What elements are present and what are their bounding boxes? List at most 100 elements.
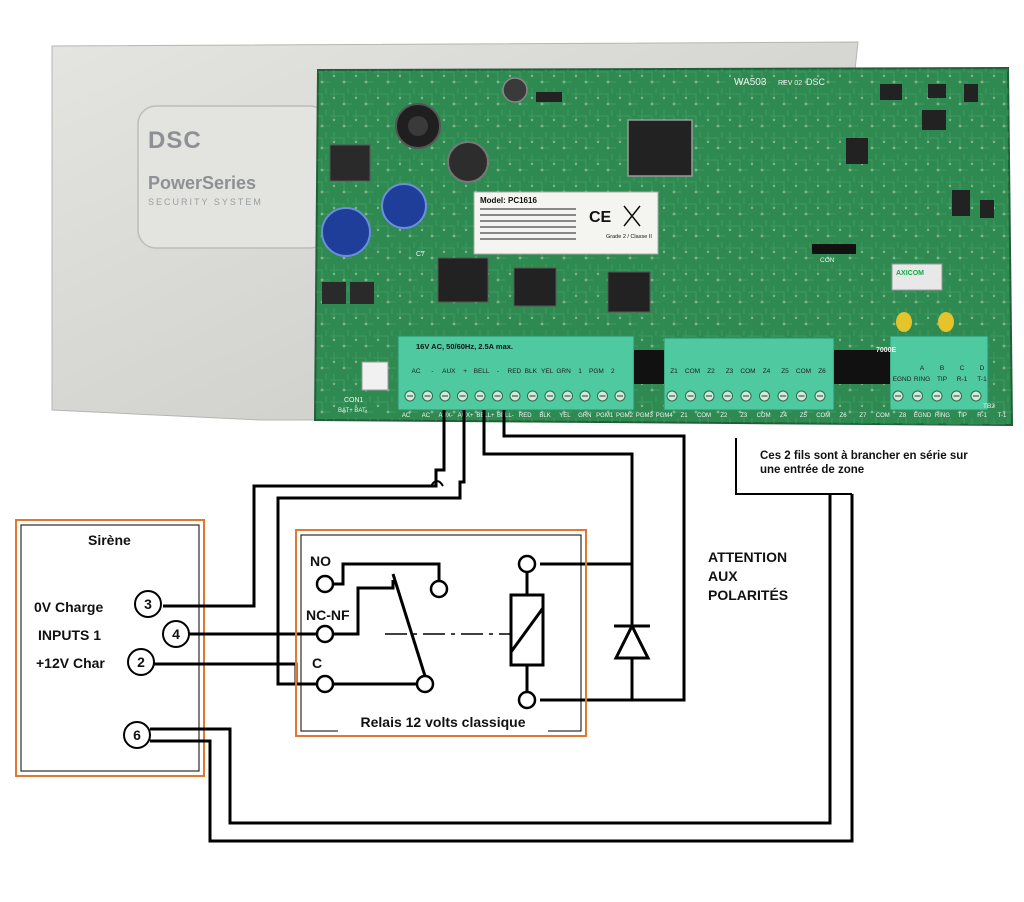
relay-brand: AXICOM <box>896 270 924 277</box>
power-rating: 16V AC, 50/60Hz, 2.5A max. <box>416 342 513 351</box>
bottom-strip-label: PGM2 <box>616 413 634 419</box>
bottom-strip-label: GRN <box>578 413 591 419</box>
top-terminal-label: PGM <box>589 368 604 375</box>
bottom-strip-label: AC <box>422 413 431 419</box>
relay-contact-c-label: C <box>312 655 322 671</box>
board-wires <box>166 410 686 702</box>
sirene-terminal-3-label: 0V Charge <box>34 599 103 615</box>
sirene-terminal-6 <box>123 721 151 749</box>
bottom-strip-label: Z6 <box>840 413 848 419</box>
note-polarity-line-3: POLARITÉS <box>708 587 788 603</box>
sticker-grade: Grade 2 / Classe II <box>606 234 652 240</box>
top-terminal-label: Z4 <box>763 368 771 375</box>
right-terminal-letter: A <box>920 365 925 372</box>
bottom-strip-label: Z1 <box>681 413 689 419</box>
sirene-inner-outline <box>20 524 200 772</box>
top-terminal-label: 1 <box>578 368 582 375</box>
weee-icon <box>623 205 641 227</box>
top-terminal-label: GRN <box>556 368 571 375</box>
board-model-code: WA503 <box>734 77 767 88</box>
top-terminal-label: COM <box>685 368 700 375</box>
bottom-strip-label: Z3 <box>740 413 748 419</box>
regulator-1 <box>329 144 371 182</box>
capacitor-blue-1 <box>381 183 427 229</box>
coil-bottom-terminal <box>517 690 537 710</box>
top-terminal-label: Z6 <box>818 368 826 375</box>
surge-suppressor-2 <box>938 312 954 332</box>
top-terminal-label: - <box>497 368 499 375</box>
right-terminal-label: RING <box>914 376 930 383</box>
bottom-strip-label: Z8 <box>899 413 907 419</box>
bottom-strip-label: COM <box>816 413 830 419</box>
sirene-terminal-3-num: 3 <box>144 596 152 612</box>
ce-mark: CE <box>589 209 612 226</box>
con-label: CON <box>820 257 835 264</box>
relay-no-contact <box>429 579 449 599</box>
right-terminal-letter: C <box>960 365 965 372</box>
enclosure-brand: DSC <box>148 127 202 154</box>
surge-suppressor-1 <box>896 312 912 332</box>
right-terminal-label: T-1 <box>977 376 987 383</box>
bottom-strip-label: PGM3 <box>636 413 654 419</box>
sirene-terminal-3 <box>134 590 162 618</box>
top-terminal-label: Z2 <box>707 368 715 375</box>
bottom-strip-label: T-1 <box>998 413 1007 419</box>
bottom-strip-label: COM <box>757 413 771 419</box>
bottom-strip-label: RED <box>519 413 532 419</box>
note-polarity-line-1: ATTENTION <box>708 549 787 565</box>
bottom-strip-label: PGM1 <box>596 413 614 419</box>
sticker-model: Model: PC1616 <box>480 196 537 205</box>
relay-box: NO NC-NF C Relais 12 volts classique <box>295 529 587 737</box>
bottom-strip-label: AUX- <box>439 413 453 419</box>
top-terminal-label: Z3 <box>726 368 734 375</box>
relay-caption: Relais 12 volts classique <box>361 714 526 730</box>
relay-nc-terminal <box>315 624 335 644</box>
pcb-board: WA503 REV 02 DSC C7 Model: PC1616 <box>313 66 1014 427</box>
bottom-strip-label: Z5 <box>800 413 808 419</box>
right-terminal-label: TIP <box>937 376 947 383</box>
note-polarity-line-2: AUX <box>708 568 738 584</box>
main-processor <box>627 119 693 177</box>
board-revision: REV 02 <box>778 80 802 87</box>
top-terminal-label: RED <box>508 368 522 375</box>
bottom-strip-label: BLK <box>539 413 550 419</box>
battery-connector <box>361 361 389 391</box>
relay-switch-arm <box>391 573 427 677</box>
relay-c-terminal <box>315 674 335 694</box>
top-terminal-label: 2 <box>611 368 615 375</box>
relay-nc-link <box>333 580 395 636</box>
top-terminal-label: Z1 <box>670 368 678 375</box>
capacitor-small <box>502 77 528 103</box>
terminal-screws <box>404 390 982 402</box>
top-terminal-label: + <box>463 368 467 375</box>
right-terminal-label: R-1 <box>957 376 968 383</box>
relay-contact-no-label: NO <box>310 553 331 569</box>
relay-contact-nc-label: NC-NF <box>306 607 350 623</box>
sirene-box: Sirène 0V Charge INPUTS 1 +12V Char 3 4 … <box>15 519 205 777</box>
bottom-strip-label: AC <box>402 413 411 419</box>
sirene-terminal-2 <box>127 648 155 676</box>
relay-no-terminal <box>315 574 335 594</box>
board-maker-mark: DSC <box>806 77 826 87</box>
bottom-strip-label: Z4 <box>780 413 788 419</box>
right-terminal-letter: B <box>940 365 944 372</box>
bottom-strip-label: YEL <box>559 413 571 419</box>
zone-wires <box>150 438 854 843</box>
battery-label: CON1 <box>344 397 364 404</box>
top-terminal-label: AUX <box>442 368 456 375</box>
note-series-wires: Ces 2 fils sont à brancher en série sur … <box>760 450 971 476</box>
top-terminal-label: COM <box>796 368 811 375</box>
bottom-strip-label: COM <box>876 413 890 419</box>
sirene-inputs-label: INPUTS 1 <box>38 627 101 643</box>
battery-terminals: BAT+ BAT- <box>338 408 367 414</box>
diode-leads <box>630 564 684 702</box>
bottom-strip-label: Z7 <box>859 413 867 419</box>
bottom-strip-label: R-1 <box>977 413 987 419</box>
sirene-terminal-4-num: 4 <box>172 626 180 642</box>
coil-top-terminal <box>517 554 537 574</box>
top-terminal-label: AC <box>411 368 420 375</box>
